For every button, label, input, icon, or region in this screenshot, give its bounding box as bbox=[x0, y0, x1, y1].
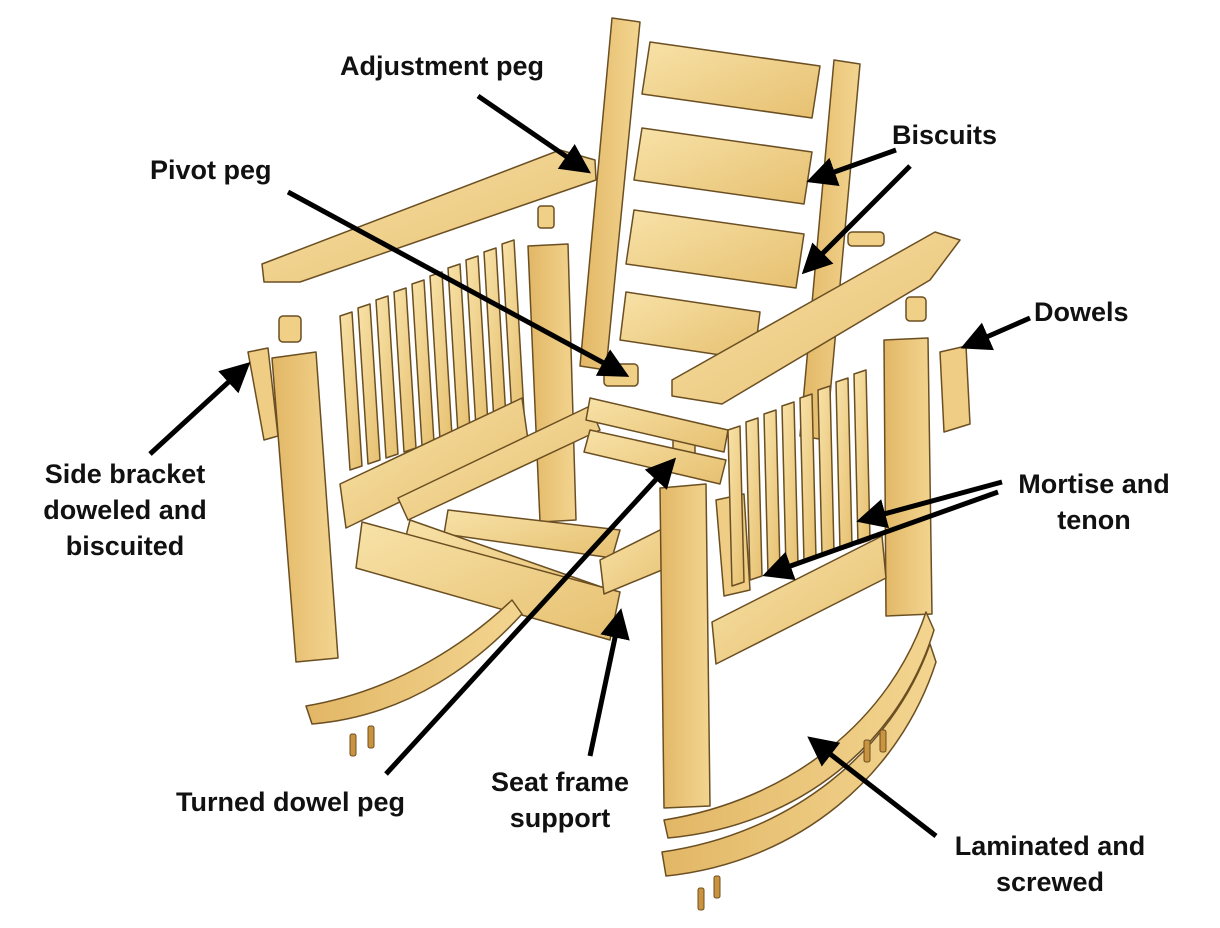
arrow-dowels bbox=[960, 315, 1032, 351]
label-side-bracket: Side bracket doweled and biscuited bbox=[43, 459, 207, 561]
label-biscuits: Biscuits bbox=[892, 120, 998, 150]
back-slats bbox=[619, 41, 821, 361]
label-adjustment-peg: Adjustment peg bbox=[340, 51, 545, 81]
screws bbox=[349, 725, 887, 911]
right-back-leg bbox=[883, 337, 933, 617]
right-lower-rail bbox=[711, 535, 887, 665]
left-side-slats bbox=[339, 239, 525, 471]
right-arm bbox=[671, 231, 961, 405]
arrow-seat-frame-support bbox=[587, 608, 630, 757]
arrow-biscuits-1 bbox=[806, 147, 897, 187]
label-seat-frame-support: Seat frame support bbox=[490, 767, 630, 833]
adjustment-peg-shape bbox=[847, 231, 885, 247]
right-front-leg bbox=[659, 483, 711, 809]
left-side-bracket bbox=[247, 347, 279, 441]
arrow-biscuits-2 bbox=[801, 164, 912, 275]
label-mortise-and-tenon: Mortise and tenon bbox=[1018, 469, 1170, 535]
label-turned-dowel-peg: Turned dowel peg bbox=[176, 787, 405, 817]
arrow-mortise-1 bbox=[856, 479, 1003, 529]
label-dowels: Dowels bbox=[1034, 297, 1129, 327]
arrow-laminated bbox=[807, 736, 938, 838]
peg-left bbox=[278, 315, 302, 343]
seat-frame bbox=[355, 397, 729, 641]
arrow-side-bracket bbox=[148, 361, 251, 456]
arrow-mortise-2 bbox=[762, 489, 999, 581]
left-front-leg bbox=[271, 351, 339, 663]
right-rocker-lower bbox=[661, 643, 937, 877]
right-rocker-upper bbox=[663, 611, 935, 839]
label-laminated-and-screwed: Laminated and screwed bbox=[954, 831, 1146, 897]
arrow-turned-dowel-peg bbox=[384, 457, 677, 776]
peg-top-left bbox=[537, 205, 555, 229]
arrow-adjustment-peg bbox=[476, 93, 591, 174]
left-rocker bbox=[305, 599, 523, 725]
right-rear-bracket bbox=[939, 345, 971, 433]
arrow-pivot-peg bbox=[286, 189, 630, 377]
peg-right-top bbox=[905, 296, 927, 322]
label-pivot-peg: Pivot peg bbox=[150, 155, 272, 185]
left-back-leg bbox=[527, 243, 577, 523]
